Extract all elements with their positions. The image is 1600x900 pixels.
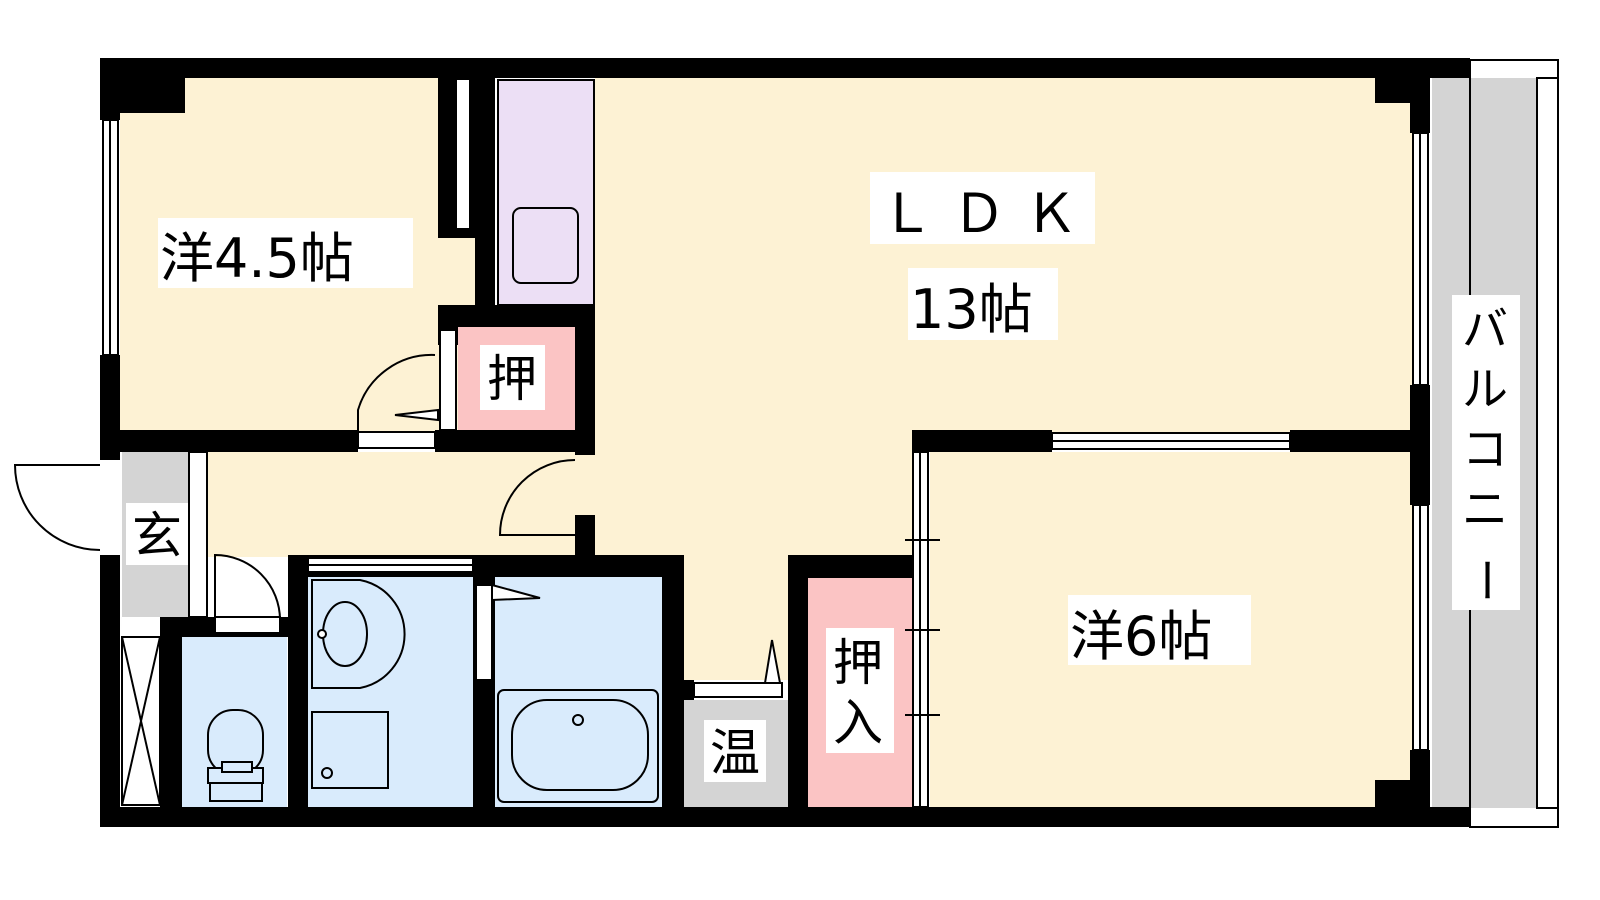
ldk-label: ＬＤＫ: [880, 182, 1096, 245]
balcony-label-2: ル: [1462, 362, 1508, 416]
closet-large-label-2: 入: [833, 694, 883, 752]
balcony-rail: [1536, 77, 1559, 809]
closet-small-label: 押: [487, 350, 537, 408]
entrance-label: 玄: [132, 507, 182, 565]
stove-icon: [512, 207, 579, 284]
walls: [100, 58, 1470, 827]
balcony-label-3: コ: [1462, 422, 1508, 476]
fixtures: [207, 579, 659, 803]
room-western-small-label: 洋4.5帖: [160, 227, 354, 290]
ldk-size-label: 13帖: [910, 278, 1033, 341]
water-heater-label: 温: [710, 724, 760, 782]
hallway-floor: [200, 452, 595, 557]
ldk-floor: [595, 78, 1415, 435]
balcony-label-1: バ: [1462, 302, 1508, 356]
room-western-large-label: 洋6帖: [1070, 605, 1212, 668]
doors: [13, 329, 940, 716]
balcony-label-4: ニ: [1462, 482, 1508, 536]
balcony-label-5: ー: [1459, 557, 1513, 603]
shelf-slot: [457, 80, 469, 228]
closet-large-label-1: 押: [833, 634, 883, 692]
